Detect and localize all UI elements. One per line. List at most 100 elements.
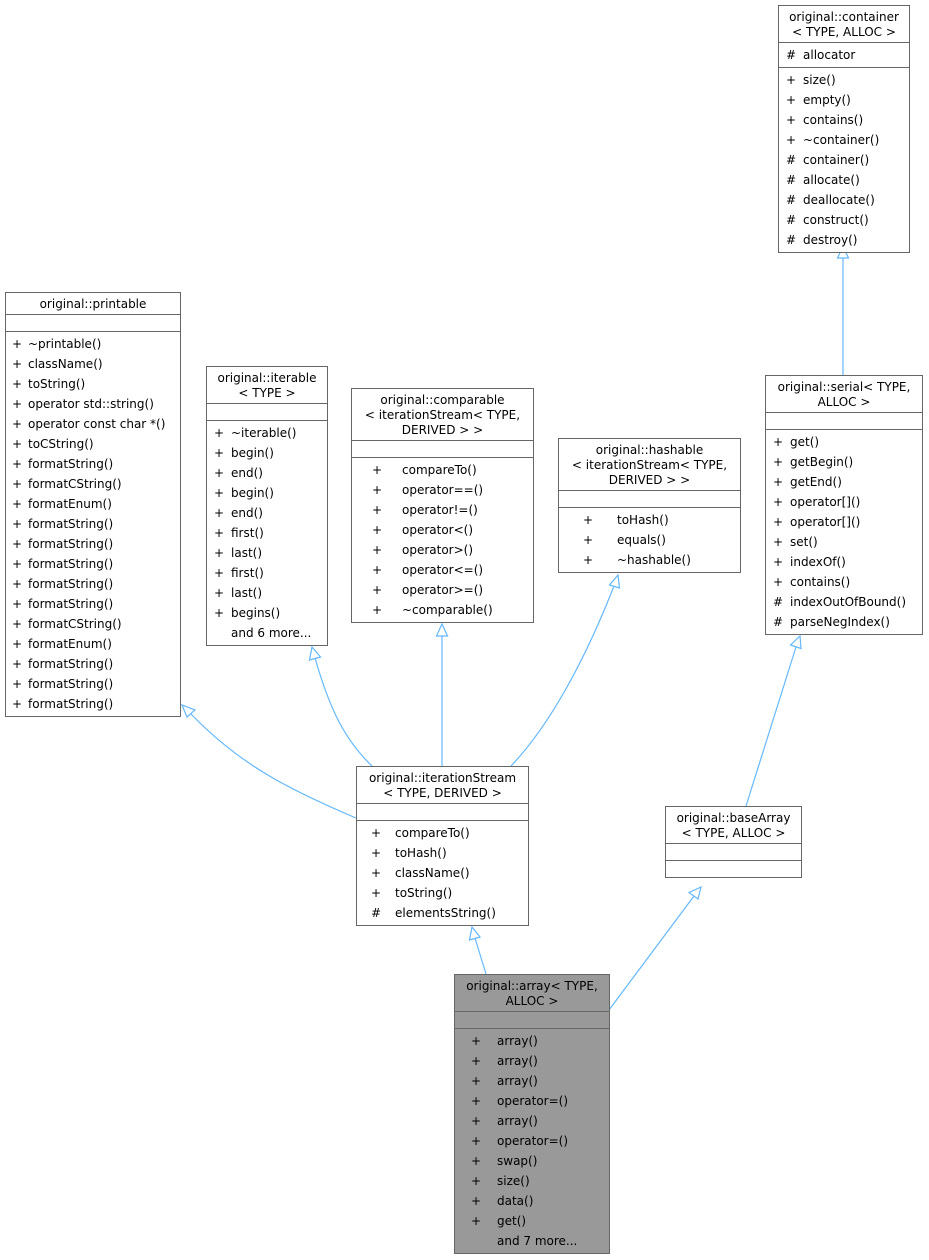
class-iterable[interactable]: original::iterable< TYPE >+~iterable()+b… — [206, 366, 328, 646]
operation-row[interactable]: +compareTo() — [357, 823, 528, 843]
operation-row[interactable]: +~hashable() — [559, 550, 740, 570]
operation-row[interactable]: #container() — [779, 150, 909, 170]
operation-row[interactable]: +formatString() — [6, 554, 180, 574]
operation-row[interactable]: +operator<() — [352, 520, 533, 540]
member-name: getBegin() — [790, 455, 854, 469]
operation-row[interactable]: #allocate() — [779, 170, 909, 190]
operation-row[interactable]: +first() — [207, 523, 327, 543]
operation-row[interactable]: +size() — [455, 1171, 609, 1191]
class-hashable[interactable]: original::hashable< iterationStream< TYP… — [558, 438, 741, 573]
member-name: ~container() — [803, 133, 880, 147]
operation-row[interactable]: +equals() — [559, 530, 740, 550]
class-serial[interactable]: original::serial< TYPE,ALLOC >+get()+get… — [765, 375, 923, 635]
operation-row[interactable]: +getEnd() — [766, 472, 922, 492]
operation-row[interactable]: +formatString() — [6, 534, 180, 554]
operation-row[interactable]: +end() — [207, 503, 327, 523]
operation-row[interactable]: +empty() — [779, 90, 909, 110]
operation-row[interactable]: +formatCString() — [6, 614, 180, 634]
visibility-marker: + — [772, 435, 784, 449]
operation-row[interactable]: +~comparable() — [352, 600, 533, 620]
operation-row[interactable]: +formatEnum() — [6, 494, 180, 514]
operation-row[interactable]: +operator std::string() — [6, 394, 180, 414]
operation-row[interactable]: +formatString() — [6, 454, 180, 474]
operation-row[interactable]: +toHash() — [559, 510, 740, 530]
visibility-marker: # — [785, 48, 797, 62]
operation-row[interactable]: +toString() — [357, 883, 528, 903]
class-title: original::baseArray< TYPE, ALLOC > — [666, 807, 801, 844]
operation-row[interactable]: +first() — [207, 563, 327, 583]
attribute-row[interactable]: #allocator — [779, 45, 909, 65]
operation-row[interactable]: +swap() — [455, 1151, 609, 1171]
operation-row[interactable]: +toHash() — [357, 843, 528, 863]
operation-row[interactable]: +className() — [6, 354, 180, 374]
operation-row[interactable]: +operator=() — [455, 1131, 609, 1151]
arrowhead-serial — [789, 634, 802, 650]
operation-row[interactable]: +toCString() — [6, 434, 180, 454]
operation-row[interactable]: +array() — [455, 1071, 609, 1091]
operation-row[interactable]: +formatString() — [6, 674, 180, 694]
operation-row[interactable]: #parseNegIndex() — [766, 612, 922, 632]
operation-row[interactable]: +~container() — [779, 130, 909, 150]
operation-row[interactable]: +contains() — [779, 110, 909, 130]
operation-row[interactable]: +formatString() — [6, 594, 180, 614]
operation-row[interactable]: +operator<=() — [352, 560, 533, 580]
operation-row[interactable]: +~iterable() — [207, 423, 327, 443]
operation-row[interactable]: +begins() — [207, 603, 327, 623]
operation-row[interactable]: +operator==() — [352, 480, 533, 500]
operation-row[interactable]: +formatCString() — [6, 474, 180, 494]
operation-row[interactable]: +operator=() — [455, 1091, 609, 1111]
operation-row[interactable]: +formatString() — [6, 694, 180, 714]
operation-row[interactable]: +getBegin() — [766, 452, 922, 472]
operation-row[interactable]: +formatEnum() — [6, 634, 180, 654]
operation-row[interactable]: +array() — [455, 1111, 609, 1131]
operation-row[interactable]: +begin() — [207, 443, 327, 463]
operation-row[interactable]: +toString() — [6, 374, 180, 394]
operation-row[interactable]: #elementsString() — [357, 903, 528, 923]
operation-row[interactable]: and 7 more... — [455, 1231, 609, 1251]
operation-row[interactable]: +operator>=() — [352, 580, 533, 600]
operations-section: +compareTo()+toHash()+className()+toStri… — [357, 821, 528, 925]
class-baseArray[interactable]: original::baseArray< TYPE, ALLOC > — [665, 806, 802, 878]
class-container[interactable]: original::container< TYPE, ALLOC >#alloc… — [778, 5, 910, 253]
operation-row[interactable]: +operator[]() — [766, 512, 922, 532]
operation-row[interactable]: +className() — [357, 863, 528, 883]
operation-row[interactable]: +formatString() — [6, 514, 180, 534]
operation-row[interactable]: +get() — [455, 1211, 609, 1231]
operation-row[interactable]: #construct() — [779, 210, 909, 230]
operation-row[interactable]: +operator[]() — [766, 492, 922, 512]
operation-row[interactable]: +compareTo() — [352, 460, 533, 480]
operation-row[interactable]: +set() — [766, 532, 922, 552]
operation-row[interactable]: +formatString() — [6, 574, 180, 594]
class-iterationStream[interactable]: original::iterationStream< TYPE, DERIVED… — [356, 766, 529, 926]
operation-row[interactable]: +data() — [455, 1191, 609, 1211]
operation-row[interactable]: +operator!=() — [352, 500, 533, 520]
class-comparable[interactable]: original::comparable< iterationStream< T… — [351, 388, 534, 623]
class-printable[interactable]: original::printable+~printable()+classNa… — [5, 292, 181, 717]
operation-row[interactable]: +~printable() — [6, 334, 180, 354]
operation-row[interactable]: +size() — [779, 70, 909, 90]
operation-row[interactable]: +contains() — [766, 572, 922, 592]
member-name: size() — [803, 73, 836, 87]
edge-array-to-iterationStream — [474, 937, 487, 975]
attributes-section — [357, 804, 528, 821]
operation-row[interactable]: +formatString() — [6, 654, 180, 674]
operation-row[interactable]: +indexOf() — [766, 552, 922, 572]
operation-row[interactable]: +begin() — [207, 483, 327, 503]
operation-row[interactable]: +end() — [207, 463, 327, 483]
operation-row[interactable]: +operator>() — [352, 540, 533, 560]
operation-row[interactable]: +array() — [455, 1031, 609, 1051]
operation-row[interactable]: #indexOutOfBound() — [766, 592, 922, 612]
class-array[interactable]: original::array< TYPE,ALLOC >+array()+ar… — [454, 974, 610, 1254]
operation-row[interactable]: +last() — [207, 583, 327, 603]
visibility-marker: + — [772, 495, 784, 509]
member-name: formatString() — [28, 697, 114, 711]
member-name: contains() — [803, 113, 864, 127]
operation-row[interactable]: #destroy() — [779, 230, 909, 250]
operation-row[interactable]: +last() — [207, 543, 327, 563]
operation-row[interactable]: and 6 more... — [207, 623, 327, 643]
operation-row[interactable]: +get() — [766, 432, 922, 452]
operation-row[interactable]: #deallocate() — [779, 190, 909, 210]
class-title-line: < iterationStream< TYPE, — [364, 408, 521, 422]
operation-row[interactable]: +array() — [455, 1051, 609, 1071]
operation-row[interactable]: +operator const char *() — [6, 414, 180, 434]
